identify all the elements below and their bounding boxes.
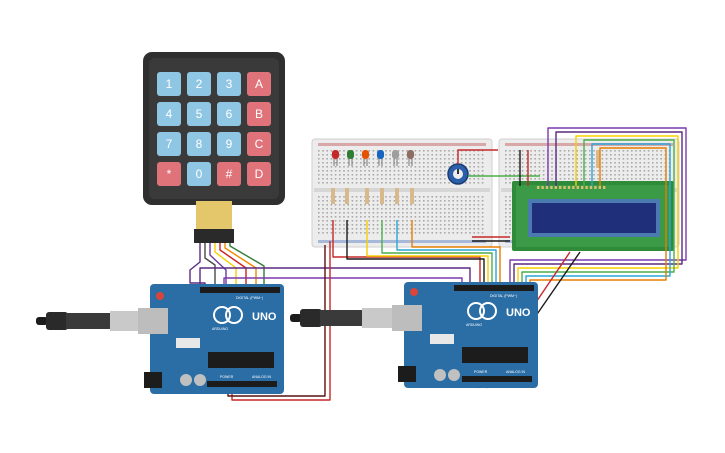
keypad[interactable]: 1 2 3 A 4 5 6 B 7 8 9 C * 0 # D [143,52,285,243]
power-header-right [462,376,532,382]
usb-port-right [392,305,422,331]
key-label: 0 [196,167,203,181]
brand-label-left: ARDUINO [212,327,228,331]
analog-label-right: ANALOG IN [506,370,526,374]
key-1[interactable]: 1 [157,72,181,96]
atmega-chip-left [208,352,274,368]
usb-port-left [138,308,168,334]
led-2 [347,150,354,166]
key-6[interactable]: 6 [217,102,241,126]
key-2[interactable]: 2 [187,72,211,96]
power-label-left: POWER [220,375,234,379]
key-label: B [255,107,263,121]
key-8[interactable]: 8 [187,132,211,156]
key-label: 7 [166,137,173,151]
board-label-right: UNO [506,307,531,319]
board-label-left: UNO [252,311,277,323]
key-label: 3 [226,77,233,91]
potentiometer[interactable] [447,163,469,185]
key-A[interactable]: A [247,72,271,96]
arduino-uno-left[interactable]: UNO ARDUINO DIGITAL (PWM~) POWER ANALOG … [36,284,284,394]
key-label: A [255,77,263,91]
key-B[interactable]: B [247,102,271,126]
resistor-lcd [596,150,600,168]
usb-cable-right[interactable] [290,308,392,328]
key-label: C [255,137,264,151]
key-star[interactable]: * [157,162,181,186]
key-label: 4 [166,107,173,121]
reset-button-right [410,288,418,296]
resistor-5 [395,188,399,204]
arduino-logo-left [213,306,231,324]
analog-label-left: ANALOG IN [252,375,272,379]
digital-label-right: DIGITAL (PWM~) [490,294,517,298]
led-5 [392,150,399,166]
keypad-ribbon [194,201,234,243]
keypad-keys: 1 2 3 A 4 5 6 B 7 8 9 C * 0 # D [157,72,271,186]
led-6 [407,150,414,166]
key-5[interactable]: 5 [187,102,211,126]
key-D[interactable]: D [247,162,271,186]
key-label: 8 [196,137,203,151]
resistor-2 [345,188,349,204]
key-9[interactable]: 9 [217,132,241,156]
key-C[interactable]: C [247,132,271,156]
arduino-uno-right[interactable]: UNO ARDUINO DIGITAL (PWM~) POWER ANALOG … [290,282,538,388]
lcd-pin-header [537,186,606,189]
key-7[interactable]: 7 [157,132,181,156]
key-label: D [255,167,264,181]
breadboard-left[interactable] [311,138,493,248]
lcd-display[interactable] [512,181,674,251]
breadboard-left-holes [318,150,484,234]
reset-button-left [156,292,164,300]
power-jack-right [398,366,416,382]
key-label: 1 [166,77,173,91]
lcd-screen [532,203,656,233]
key-label: * [167,167,172,181]
resistor-4 [380,188,384,204]
key-label: 5 [196,107,203,121]
arduino-logo-right [467,302,485,320]
atmega-chip-right [462,347,528,363]
led-row [332,150,414,166]
usb-cable-left[interactable] [36,311,140,331]
key-label: # [226,167,233,181]
key-3[interactable]: 3 [217,72,241,96]
resistor-3 [365,188,369,204]
key-label: 2 [196,77,203,91]
key-hash[interactable]: # [217,162,241,186]
power-jack-left [144,372,162,388]
led-1 [332,150,339,166]
resistors-left [331,188,414,204]
key-0[interactable]: 0 [187,162,211,186]
power-label-right: POWER [474,370,488,374]
digital-header-left [200,287,280,293]
brand-label-right: ARDUINO [466,323,482,327]
digital-header-right [454,285,534,291]
led-3 [362,150,369,166]
led-4 [377,150,384,166]
resistor-6 [410,188,414,204]
digital-label-left: DIGITAL (PWM~) [236,296,263,300]
resistor-1 [331,188,335,204]
key-label: 6 [226,107,233,121]
key-label: 9 [226,137,233,151]
key-4[interactable]: 4 [157,102,181,126]
power-header-left [207,381,277,387]
